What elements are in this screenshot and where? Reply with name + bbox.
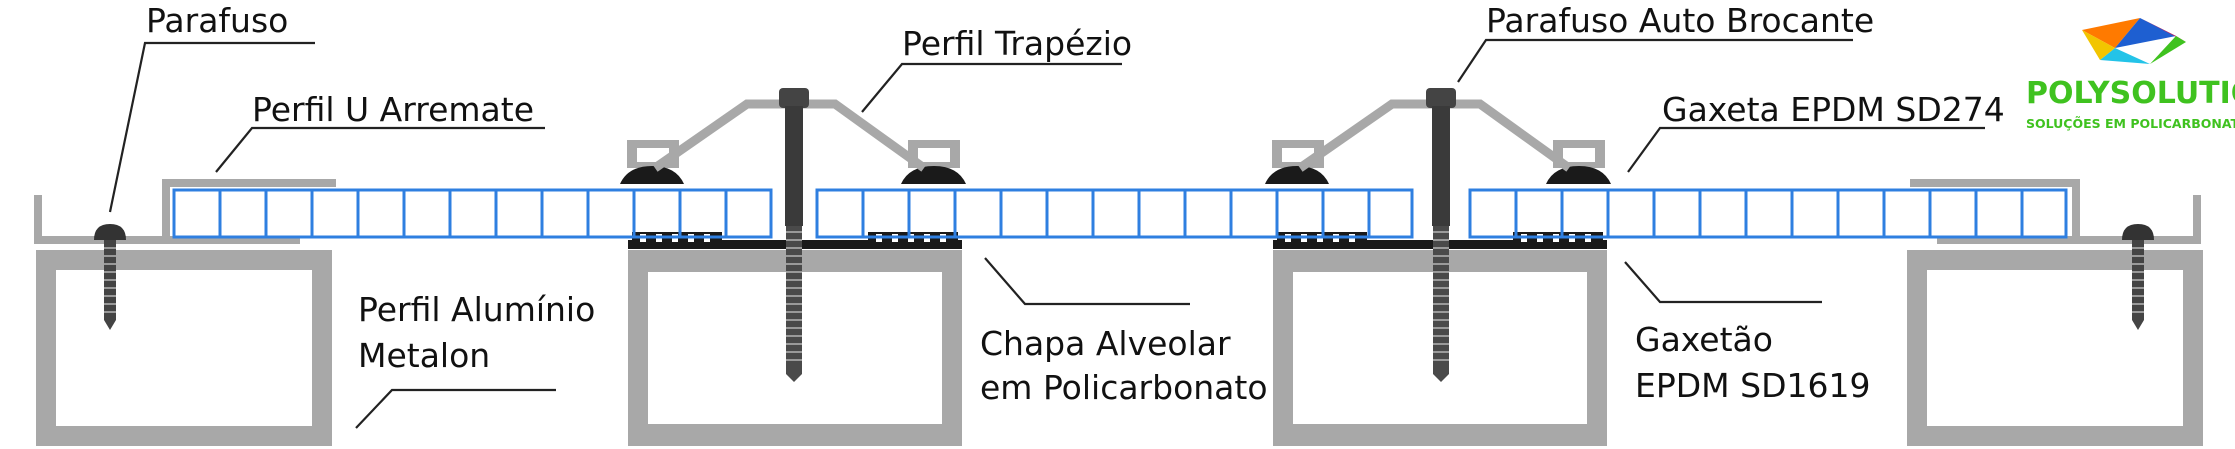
label-gaxeta: Gaxeta EPDM SD274 xyxy=(1662,90,2005,129)
self-drilling-screw-left xyxy=(779,88,809,382)
polysolution-logo-mark xyxy=(2082,18,2186,64)
leader-chapa xyxy=(984,257,1190,306)
metalon-tube-right xyxy=(1907,250,2203,446)
u-profile-right xyxy=(1910,179,2080,240)
leader-perfil-u xyxy=(215,126,545,173)
label-perfil-trapezio: Perfil Trapézio xyxy=(902,24,1133,63)
side-angle-right xyxy=(1937,195,2201,244)
top-gasket-3 xyxy=(1265,140,1329,184)
label-chapa-alveolar: Chapa Alveolar xyxy=(980,324,1231,363)
polycarbonate-panel-right xyxy=(1468,188,2068,239)
self-drilling-screw-right xyxy=(1426,88,1456,382)
top-gasket-4 xyxy=(1546,140,1611,184)
label-parafuso-auto-brocante: Parafuso Auto Brocante xyxy=(1486,1,1875,40)
top-gasket-1 xyxy=(620,140,684,184)
polycarbonate-panel-left xyxy=(172,188,773,239)
metalon-tube-left xyxy=(36,250,332,446)
label-perfil-aluminio: Perfil Alumínio xyxy=(358,290,596,329)
polycarbonate-panel-center xyxy=(815,188,1414,239)
u-profile-left xyxy=(162,179,336,240)
wood-screw-left xyxy=(94,224,126,330)
label-gaxetao: Gaxetão xyxy=(1635,320,1773,359)
side-angle-left xyxy=(34,195,300,244)
leader-perfil-trapezio xyxy=(861,62,1122,113)
leader-parafuso xyxy=(108,41,315,213)
label-perfil-u-arremate: Perfil U Arremate xyxy=(252,90,534,129)
leader-gaxeta xyxy=(1627,126,1985,173)
leader-perfil-aluminio xyxy=(355,388,556,429)
wood-screw-right xyxy=(2122,224,2154,330)
label-metalon: Metalon xyxy=(358,336,491,375)
logo-tagline: SOLUÇÕES EM POLICARBONATO xyxy=(2026,116,2235,131)
top-gasket-2 xyxy=(901,140,966,184)
label-parafuso: Parafuso xyxy=(146,1,289,40)
leader-gaxetao xyxy=(1624,261,1822,304)
label-em-policarbonato: em Policarbonato xyxy=(980,368,1268,407)
leader-parafuso-auto xyxy=(1457,38,1853,83)
leader-lines xyxy=(108,38,1985,429)
logo-name: POLYSOLUTION xyxy=(2026,76,2235,111)
label-epdm-sd1619: EPDM SD1619 xyxy=(1635,366,1871,405)
